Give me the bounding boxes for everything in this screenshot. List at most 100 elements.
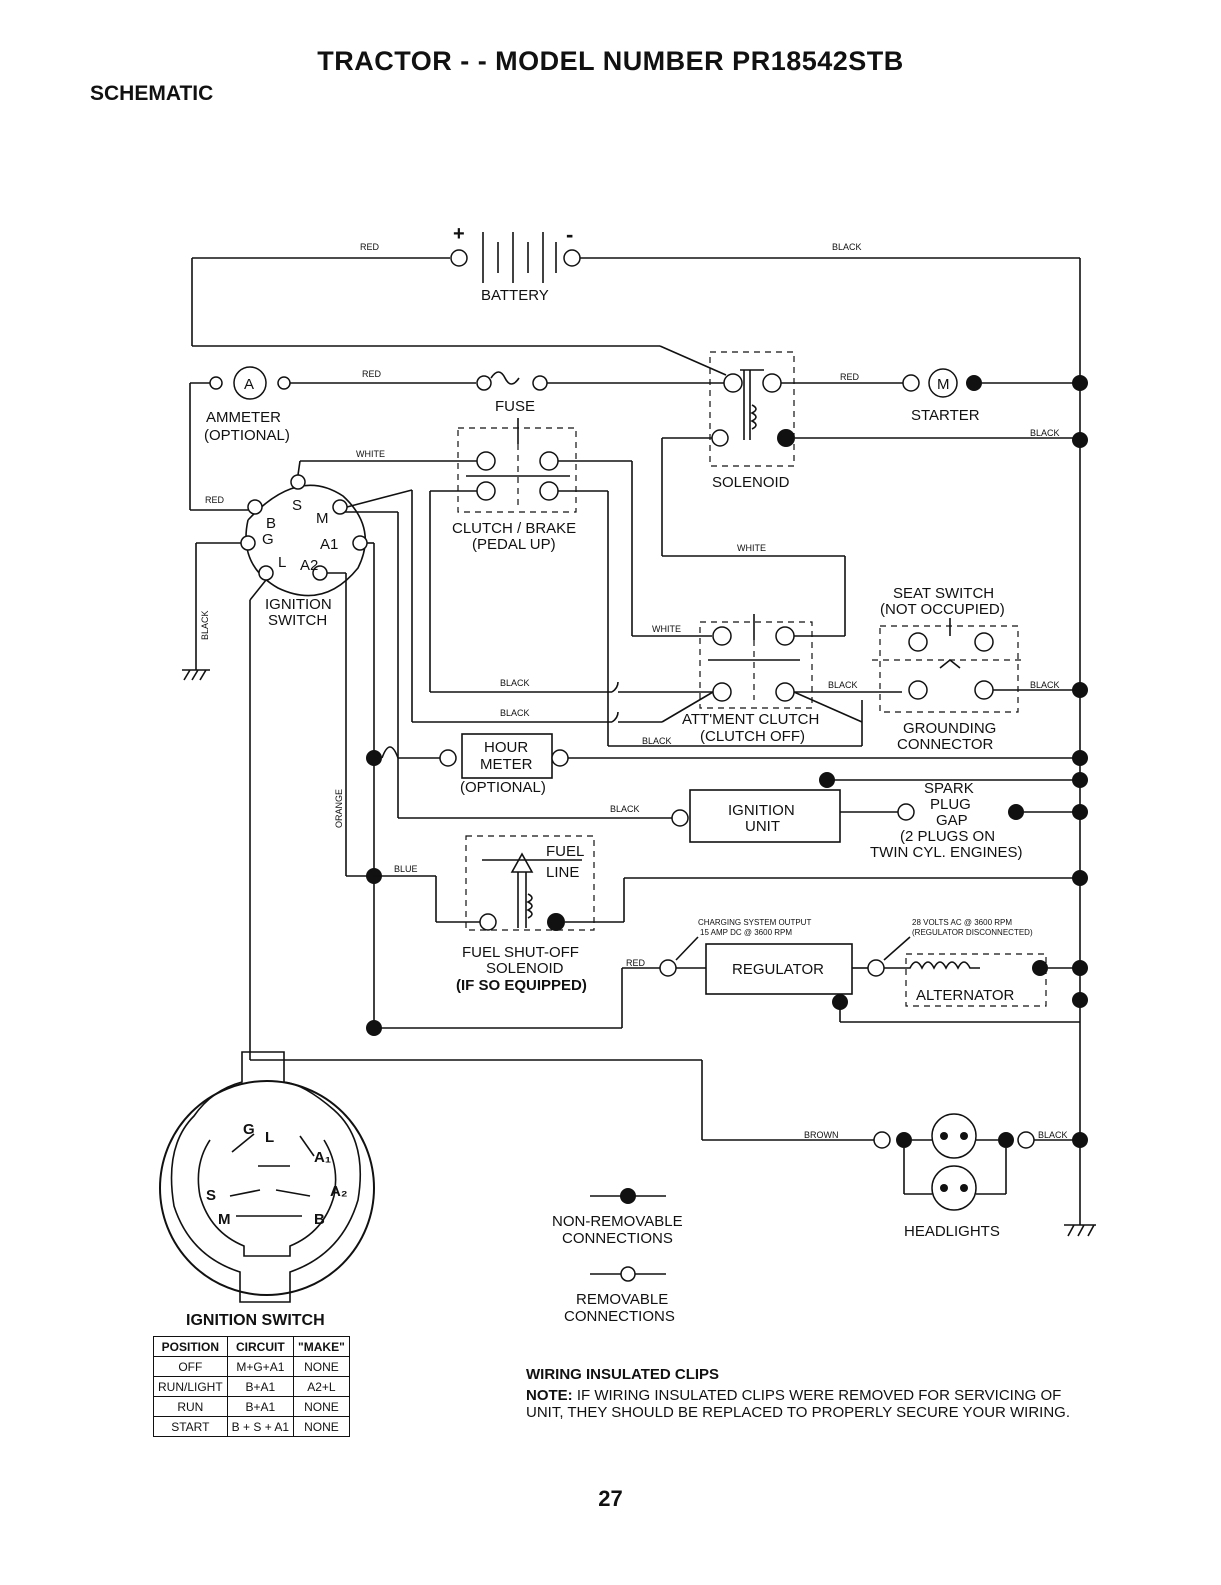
wire-red-battery: RED	[360, 242, 380, 252]
note-body: IF WIRING INSULATED CLIPS WERE REMOVED F…	[526, 1387, 1071, 1421]
legend-removable-1: REMOVABLE	[576, 1291, 668, 1308]
grounding-label-1: GROUNDING	[903, 720, 996, 737]
spark-label-1: SPARK	[924, 780, 974, 797]
note-title: WIRING INSULATED CLIPS	[526, 1366, 720, 1383]
table-header-position: POSITION	[153, 1336, 228, 1357]
table-cell: B+A1	[226, 1376, 295, 1397]
face-b: B	[314, 1211, 325, 1228]
terminal-g: G	[262, 531, 274, 548]
starter-symbol: M	[937, 376, 950, 393]
ignition-switch-label-2: SWITCH	[268, 612, 327, 629]
wire-black-clutch-2: BLACK	[500, 708, 530, 718]
ignition-table-title: IGNITION SWITCH	[186, 1312, 325, 1329]
terminal-b: B	[266, 515, 276, 532]
seat-switch: SEAT SWITCH (NOT OCCUPIED) GROUNDING CON…	[872, 585, 1060, 753]
clutch-brake-label: CLUTCH / BRAKE	[452, 520, 576, 537]
starter: M STARTER	[902, 368, 982, 424]
legend-non-removable-2: CONNECTIONS	[562, 1230, 673, 1247]
table-header-circuit: CIRCUIT	[226, 1336, 295, 1357]
table-row: OFF M+G+A1 NONE	[153, 1356, 350, 1377]
volts-label-1: 28 VOLTS AC @ 3600 RPM	[912, 918, 1012, 927]
face-a1: A₁	[314, 1149, 331, 1166]
wire-orange: ORANGE	[334, 789, 344, 828]
volts-label-2: (REGULATOR DISCONNECTED)	[912, 928, 1033, 937]
table-header-row: POSITION CIRCUIT "MAKE"	[153, 1336, 350, 1357]
face-a2: A₂	[330, 1183, 348, 1200]
fuse-label: FUSE	[495, 398, 535, 415]
headlights: HEADLIGHTS BLACK	[873, 1113, 1068, 1240]
ignition-unit-label-1: IGNITION	[728, 802, 795, 819]
face-m: M	[218, 1211, 231, 1228]
grounding-label-2: CONNECTOR	[897, 736, 994, 753]
ignition-switch-label-1: IGNITION	[265, 596, 332, 613]
attachment-clutch-switch: ATT'MENT CLUTCH (CLUTCH OFF) WHITE BLACK	[642, 614, 819, 746]
ignition-switch-face: G L A₁ A₂ S M B	[159, 1051, 375, 1303]
seat-switch-sub-label: (NOT OCCUPIED)	[880, 601, 1005, 618]
ground-symbol	[1064, 1224, 1096, 1237]
table-cell: NONE	[293, 1416, 350, 1437]
terminal-s: S	[292, 497, 302, 514]
clutch-brake-switch: CLUTCH / BRAKE (PEDAL UP)	[452, 418, 577, 553]
fuel-shutoff-solenoid: FUEL LINE FUEL SHUT-OFF SOLENOID (IF SO …	[456, 835, 595, 994]
table-header-make: "MAKE"	[293, 1336, 350, 1357]
wire-white-attment: WHITE	[652, 624, 681, 634]
wire-red-regulator: RED	[626, 958, 646, 968]
section-heading: SCHEMATIC	[90, 82, 214, 105]
legend: NON-REMOVABLE CONNECTIONS REMOVABLE CONN…	[552, 1188, 683, 1325]
spark-plug: SPARK PLUG GAP (2 PLUGS ON TWIN CYL. ENG…	[870, 780, 1024, 861]
fuel-line-label-2: LINE	[546, 864, 579, 881]
wire-black-clutch-1: BLACK	[500, 678, 530, 688]
clutch-brake-sub-label: (PEDAL UP)	[472, 536, 556, 553]
legend-removable-2: CONNECTIONS	[564, 1308, 675, 1325]
wire-red-ignition: RED	[205, 495, 225, 505]
battery-plus-label: +	[453, 223, 465, 245]
alternator: ALTERNATOR 28 VOLTS AC @ 3600 RPM (REGUL…	[867, 918, 1048, 1007]
wire-black-seat: BLACK	[828, 680, 858, 690]
terminal-a1: A1	[320, 536, 338, 553]
wire-black-battery: BLACK	[832, 242, 862, 252]
wire-black-seat-right: BLACK	[1030, 680, 1060, 690]
battery-label: BATTERY	[481, 287, 549, 304]
face-l: L	[265, 1129, 274, 1146]
ammeter: A AMMETER (OPTIONAL) RED	[190, 366, 382, 444]
table-cell: NONE	[293, 1396, 350, 1417]
ignition-switch-table: POSITION CIRCUIT "MAKE" OFF M+G+A1 NONE …	[153, 1336, 350, 1437]
wire-black-ground: BLACK	[200, 610, 210, 640]
fuel-line-label-1: FUEL	[546, 843, 584, 860]
note-label: NOTE:	[526, 1387, 573, 1404]
fuel-solenoid-label-2: SOLENOID	[486, 960, 564, 977]
fuel-solenoid-label-1: FUEL SHUT-OFF	[462, 944, 579, 961]
wire-black-solenoid: BLACK	[1030, 428, 1060, 438]
regulator-label: REGULATOR	[732, 961, 824, 978]
terminal-a2: A2	[300, 557, 318, 574]
table-cell: RUN/LIGHT	[153, 1376, 228, 1397]
table-cell: M+G+A1	[226, 1356, 295, 1377]
regulator: REGULATOR CHARGING SYSTEM OUTPUT 15 AMP …	[626, 918, 853, 995]
spark-label-5: TWIN CYL. ENGINES)	[870, 844, 1023, 861]
hour-meter-label-2: METER	[480, 756, 533, 773]
fuel-solenoid-label-3: (IF SO EQUIPPED)	[456, 977, 587, 994]
page-title: TRACTOR - - MODEL NUMBER PR18542STB	[317, 46, 904, 76]
battery-minus-label: -	[566, 222, 573, 247]
spark-label-2: PLUG	[930, 796, 971, 813]
table-cell: START	[153, 1416, 228, 1437]
ammeter-symbol: A	[244, 376, 254, 393]
starter-label: STARTER	[911, 407, 980, 424]
solenoid-label: SOLENOID	[712, 474, 790, 491]
wire-brown: BROWN	[804, 1130, 839, 1140]
attment-clutch-label: ATT'MENT CLUTCH	[682, 711, 819, 728]
wire-white-solenoid: WHITE	[737, 543, 766, 553]
table-cell: B+A1	[226, 1396, 295, 1417]
face-s: S	[206, 1187, 216, 1204]
ignition-unit: IGNITION UNIT BLACK	[610, 789, 841, 843]
table-cell: RUN	[153, 1396, 228, 1417]
table-row: START B + S + A1 NONE	[153, 1416, 350, 1437]
wire-black-headlights: BLACK	[1038, 1130, 1068, 1140]
ammeter-label: AMMETER	[206, 409, 281, 426]
battery: + - BATTERY RED BLACK	[192, 222, 1080, 304]
table-row: RUN B+A1 NONE	[153, 1396, 350, 1417]
wire-red-solenoid: RED	[840, 372, 860, 382]
spark-label-3: GAP	[936, 812, 968, 829]
ignition-unit-label-2: UNIT	[745, 818, 780, 835]
table-cell: B + S + A1	[226, 1416, 295, 1437]
